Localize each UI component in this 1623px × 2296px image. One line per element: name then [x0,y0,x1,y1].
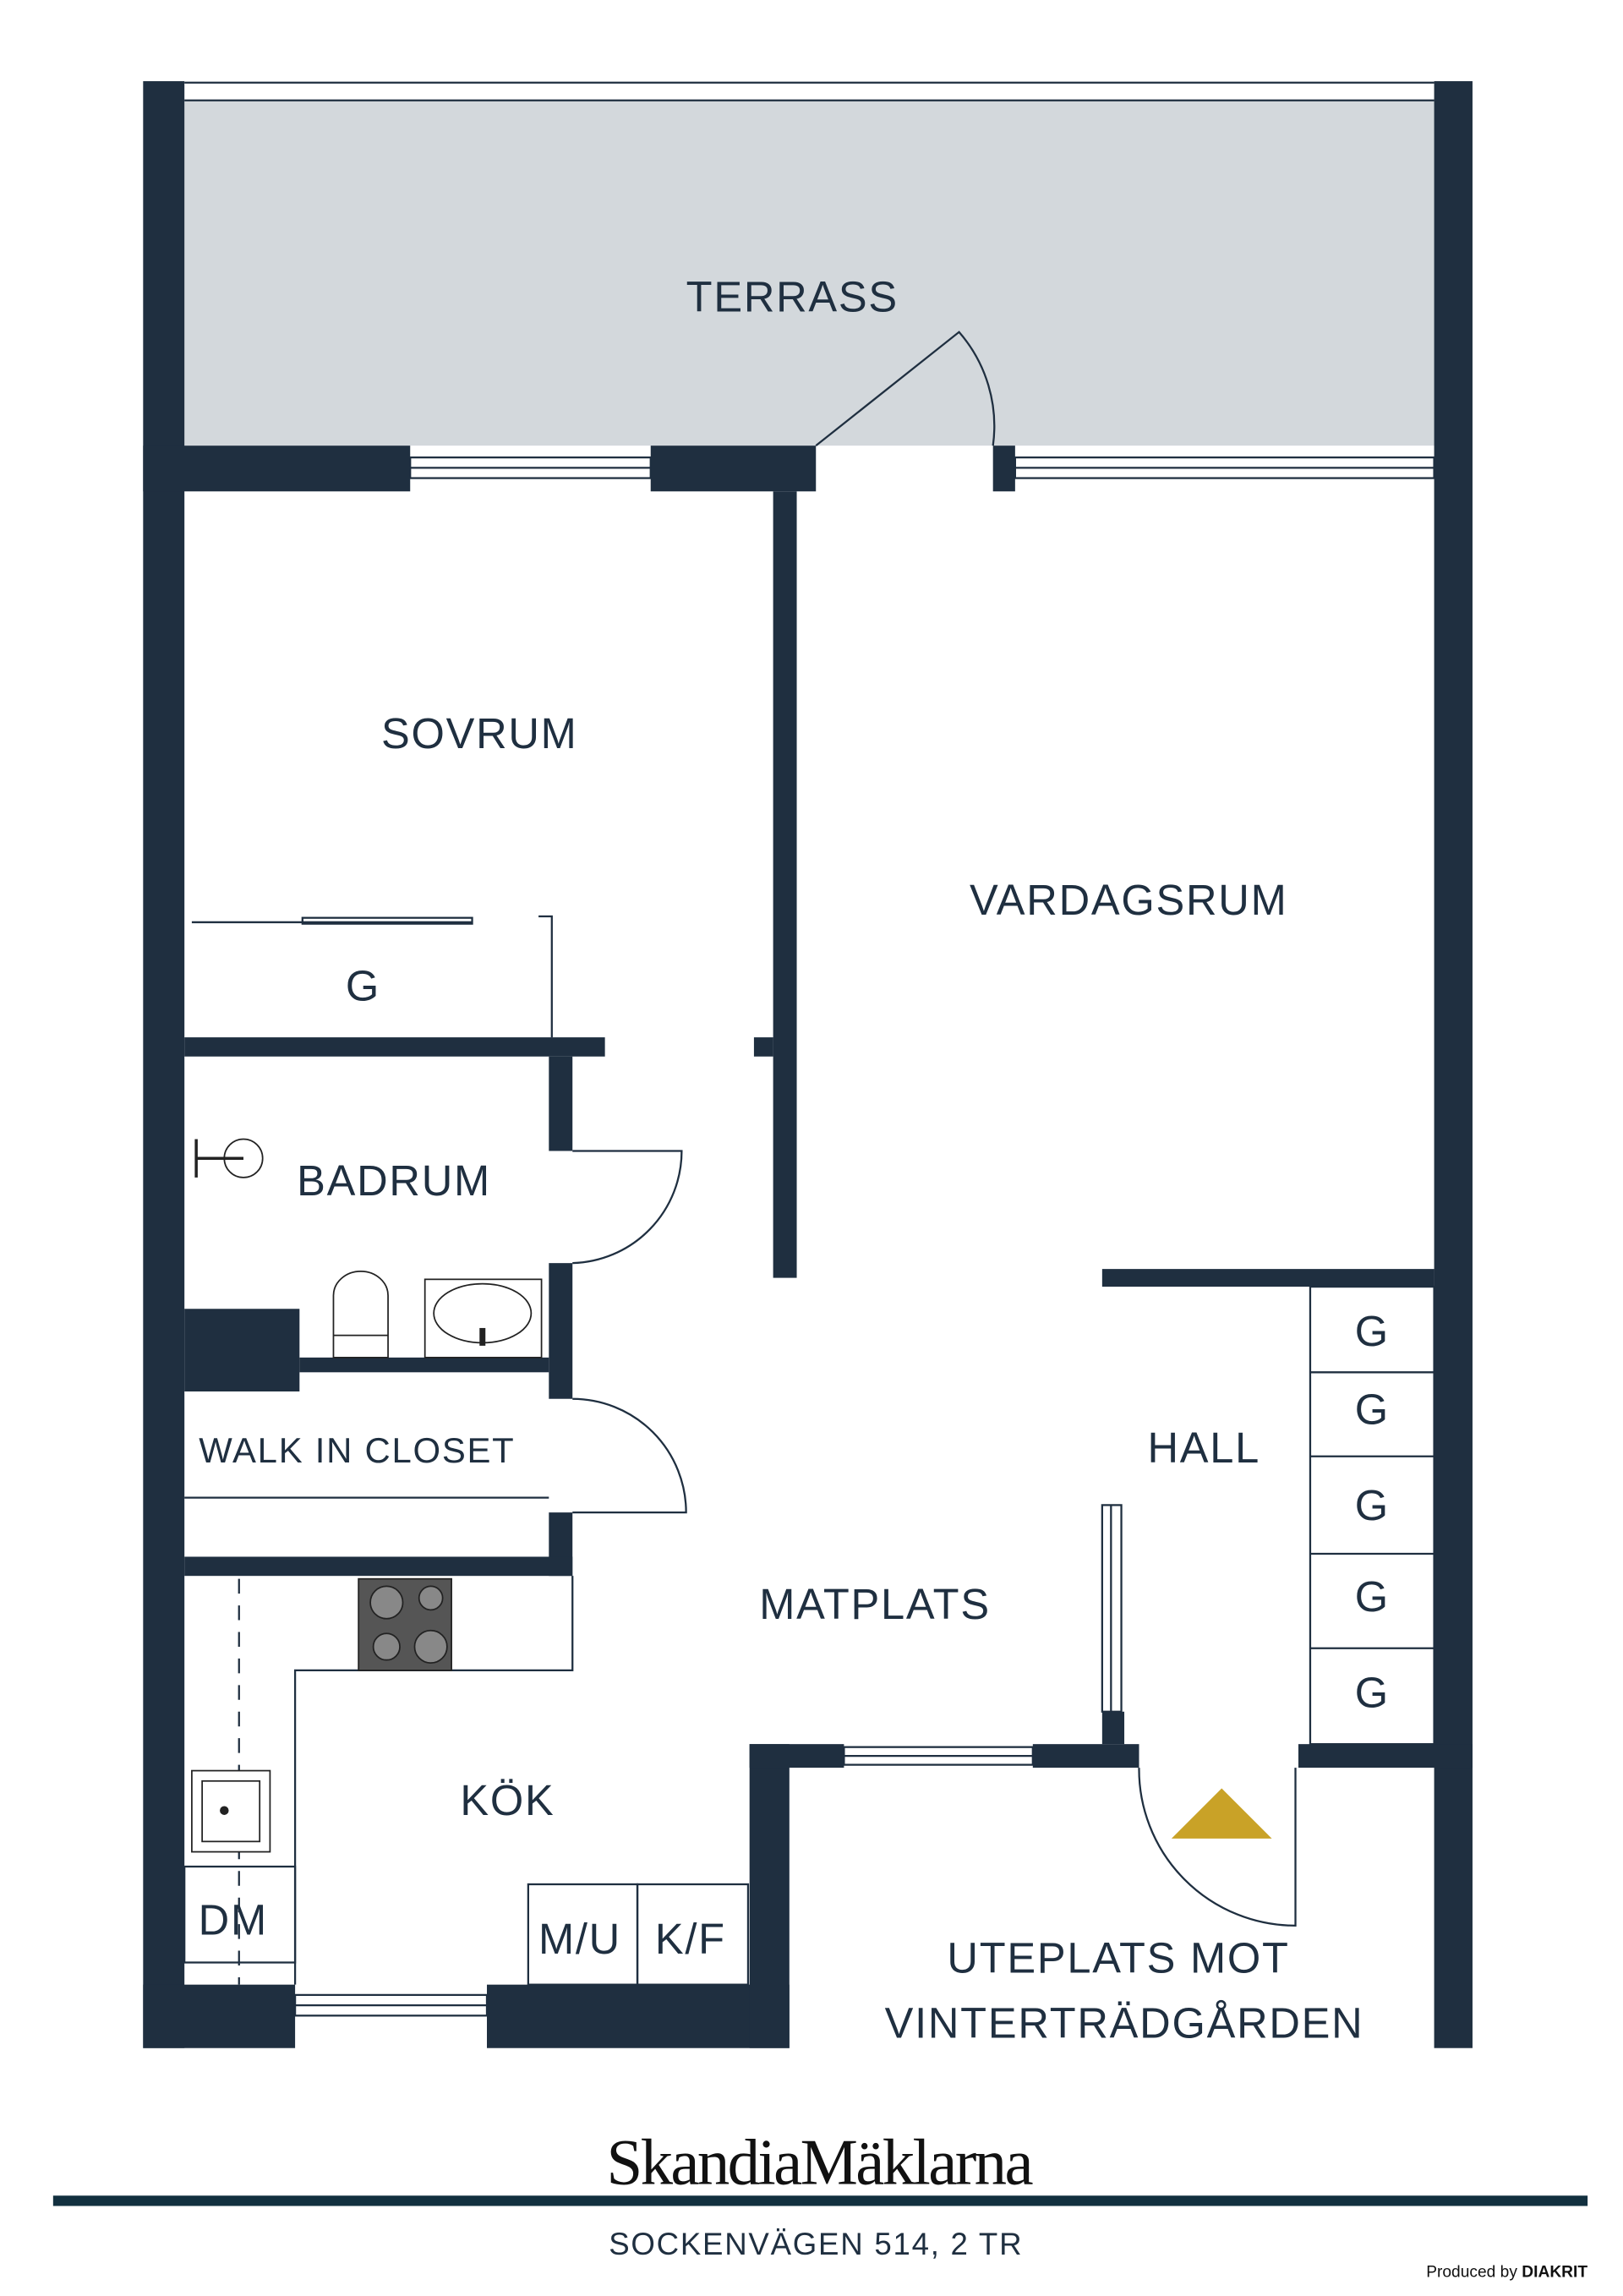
producer-credit: Produced by DIAKRIT [1426,2263,1587,2281]
shower-icon [194,1138,264,1178]
toilet-icon [332,1270,389,1358]
room-label-uteplats-2: VINTERTRÄDGÅRDEN [885,1999,1364,2047]
room-label-hall: HALL [1147,1424,1260,1472]
sink-icon [424,1278,543,1358]
brand-logo: SkandiaMäklarna [607,2126,1034,2198]
room-label-uteplats-1: UTEPLATS MOT [947,1934,1289,1982]
dishwasher-label: DM [199,1895,268,1943]
hall-closet-label: G [1355,1385,1390,1433]
closet-label-sovrum: G [346,961,380,1009]
hall-closet-label: G [1355,1669,1390,1717]
entrance-marker-icon [1171,1788,1272,1839]
doors [572,331,1297,1927]
room-label-walk-in-closet: WALK IN CLOSET [199,1430,515,1470]
room-label-kok: KÖK [460,1776,555,1824]
windows [293,456,1435,2017]
walls [143,81,1473,2048]
hall-closet-label: G [1355,1481,1390,1529]
room-label-sovrum: SOVRUM [381,709,578,757]
kitchen-sink-icon [191,1769,271,1853]
fridge-freezer-label: K/F [655,1915,726,1963]
produced-by-text: Produced by [1426,2263,1517,2281]
microwave-oven-label: M/U [538,1915,621,1963]
hall-closet-label: G [1355,1307,1390,1355]
producer-name: DIAKRIT [1522,2263,1587,2281]
room-label-vardagsrum: VARDAGSRUM [970,876,1287,924]
address: SOCKENVÄGEN 514, 2 TR [609,2227,1023,2261]
room-label-badrum: BADRUM [297,1156,491,1205]
stove-icon [358,1577,452,1671]
room-label-terrass: TERRASS [686,272,899,320]
hall-closet-label: G [1355,1572,1390,1621]
room-label-matplats: MATPLATS [759,1580,991,1628]
footer-rule [52,2195,1588,2206]
terrace-area [184,100,1434,446]
